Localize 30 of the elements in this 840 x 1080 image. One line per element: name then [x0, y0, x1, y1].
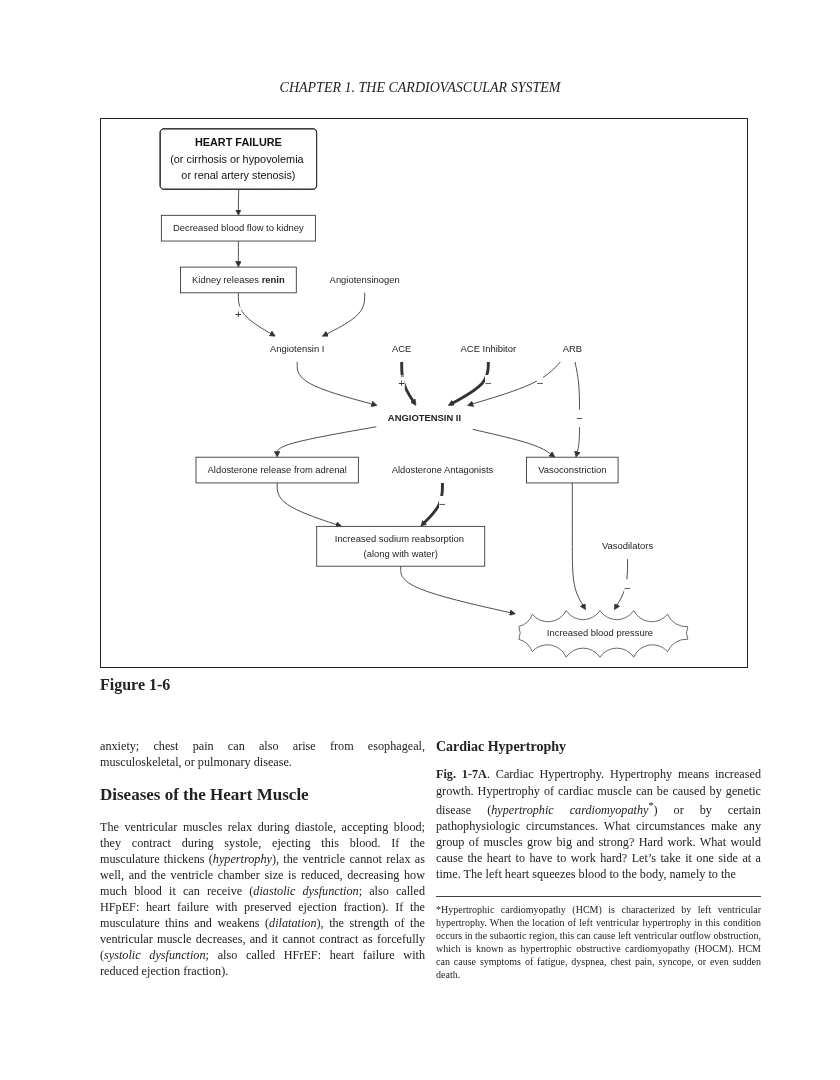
edge-label: − — [439, 498, 446, 511]
node-box: Decreased blood flow to kidney — [160, 214, 316, 242]
node-text: ACE Inhibitor — [460, 343, 517, 355]
edge-label: − — [576, 411, 583, 425]
body-paragraph: The ventricular muscles relax during diastole, accepting blood; they contract during systole, ejecting this blood. If the musculature thickens (hypertrophy), the ventricle cannot relax as well, and the ventricle chamber size is reduced, decreasing how much blood it can receive (diastolic dysfunction; also called HFpEF: heart failure with preserved ejection fraction). If the musculature thins and weakens (dilatation), the strength of the ventricular muscle decreases, and it cannot contract as forcefully (systolic dysfunction; also called HFrEF: heart failure with reduced ejection fraction). — [100, 818, 425, 980]
running-header: CHAPTER 1. THE CARDIOVASCULAR SYSTEM — [278, 80, 562, 96]
node-text: ACE — [392, 343, 412, 355]
body-paragraph: Fig. 1-7A. Cardiac Hypertrophy. Hypertrophy means increased growth. Hypertrophy of cardiac muscle can be caused by genetic disease (hypertrophic cardiomyopathy$^{*}$) or by certain pathophysiologic circumstances. What circumstances make any group of muscles grow big and strong? Hard work. What would cause the heart to have to work hard? Let’s take it one side at a time. The left heart squeezes blood to the body, namely to the — [436, 766, 761, 883]
section-heading: Diseases of the Heart Muscle — [100, 784, 310, 807]
arrow — [447, 362, 490, 406]
edge-label: − — [536, 377, 544, 390]
arrow — [420, 482, 444, 527]
edge-label: − — [624, 581, 631, 594]
node-box: Kidney releases renin — [180, 266, 297, 294]
node-text: ARB — [562, 343, 582, 355]
node-text: Aldosterone Antagonists — [391, 464, 494, 476]
body-paragraph: anxiety; chest pain can also arise from esophageal, musculoskeletal, or pulmonary disease. — [100, 738, 425, 771]
node-text: Vasodilators — [602, 540, 654, 552]
node-text: ANGIOTENSIN II — [387, 412, 462, 424]
edge-label: + — [398, 377, 406, 390]
edge-label: − — [484, 377, 492, 390]
node-text: Angiotensin I — [270, 343, 325, 355]
footnote: *Hypertrophic cardiomyopathy (HCM) is characterized by left ventricular hypertrophy. When the location of left ventricular hypertrophy in this condition occurs in the subaortic region, this can cause left ventricular outflow obstruction, which is known as hypertrophic obstructive cardiomyopathy (HOCM). HCM can cause symptoms of fatigue, dyspnea, chest pain, syncope, or even sudden death. — [436, 896, 761, 982]
subsection-heading: Cardiac Hypertrophy — [436, 738, 567, 756]
node-box: Increased sodium reabsorption (along with water) — [316, 525, 486, 567]
figure-caption: Figure 1-6 — [100, 676, 171, 694]
node-box: Aldosterone release from adrenal — [195, 456, 359, 484]
edge-label: + — [235, 308, 242, 321]
node-text: Angiotensinogen — [329, 274, 400, 286]
node-box: Vasoconstriction — [526, 456, 619, 484]
